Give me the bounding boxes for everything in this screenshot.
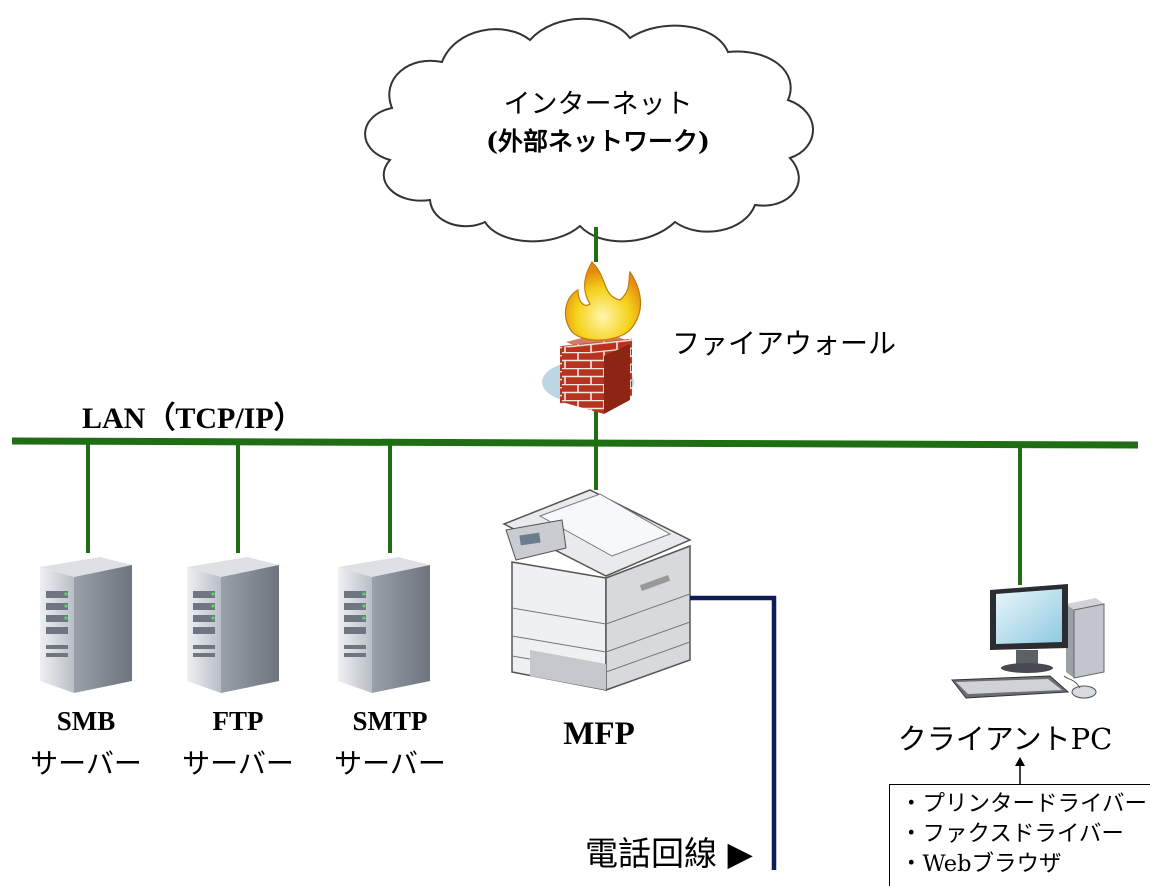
smtp-server-name: SMTP [352, 706, 428, 736]
feature-item-fax-driver: ・ファクスドライバー [900, 821, 1124, 847]
client-pc-icon [951, 584, 1105, 699]
internet-cloud [364, 17, 814, 243]
smb-server-name: SMB [56, 706, 116, 736]
feature-item-printer-driver: ・プリンタードライバー [900, 791, 1148, 817]
phone-line-label: 電話回線 ▶ [585, 834, 753, 873]
ftp-server-name: FTP [212, 706, 264, 736]
lan-label: LAN（TCP/IP） [82, 402, 304, 435]
phone-line [690, 595, 777, 870]
ftp-server-role: サーバー [182, 747, 294, 780]
smb-server-role: サーバー [30, 747, 142, 780]
feature-item-web-browser: ・Webブラウザ [900, 851, 1062, 877]
lan-links [86, 227, 1022, 585]
smb-server-icon [40, 557, 132, 693]
smtp-server-role: サーバー [334, 747, 446, 780]
client-feature-list: ・プリンタードライバー ・ファクスドライバー ・Webブラウザ [889, 784, 1150, 886]
smtp-server-icon [338, 557, 430, 693]
firewall-icon [542, 261, 642, 414]
lan-bus [11, 437, 1139, 449]
firewall-label: ファイアウォール [672, 327, 897, 360]
mfp-icon [502, 489, 692, 692]
client-pc-label: クライアントPC [897, 722, 1113, 756]
ftp-server-icon [187, 557, 279, 693]
up-arrow-icon [1015, 757, 1025, 784]
mfp-label: MFP [563, 716, 635, 752]
internet-label: インターネット [503, 89, 693, 120]
internet-sublabel: (外部ネットワーク) [486, 127, 710, 156]
